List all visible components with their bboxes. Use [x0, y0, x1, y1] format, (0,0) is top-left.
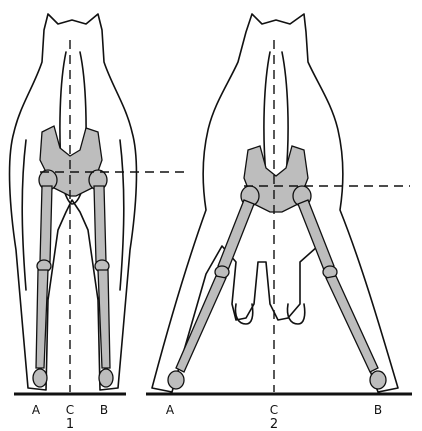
label-c-2: C — [270, 403, 278, 417]
femur-left-1 — [40, 186, 52, 262]
label-a-1: A — [32, 403, 41, 417]
label-c-1: C — [66, 403, 74, 417]
flank-contour-left-1 — [22, 140, 26, 290]
body-outline-1 — [10, 14, 137, 390]
flank-contour-right-1 — [120, 140, 124, 290]
femur-left-2 — [218, 200, 254, 270]
figure-1: A C B 1 — [10, 14, 188, 431]
paw-left-2 — [235, 304, 252, 324]
label-a-2: A — [166, 403, 175, 417]
hock-left-1 — [33, 369, 47, 387]
label-b-2: B — [374, 403, 382, 417]
paw-right-2 — [287, 304, 304, 324]
figure-2: A C B 2 — [146, 14, 412, 431]
label-b-1: B — [100, 403, 108, 417]
figure-number-2: 2 — [270, 417, 278, 431]
hock-right-1 — [99, 369, 113, 387]
hock-right-2 — [370, 371, 386, 389]
hock-left-2 — [168, 371, 184, 389]
figure-number-1: 1 — [66, 417, 74, 431]
tibia-right-2 — [326, 276, 378, 372]
femur-right-1 — [94, 186, 106, 262]
